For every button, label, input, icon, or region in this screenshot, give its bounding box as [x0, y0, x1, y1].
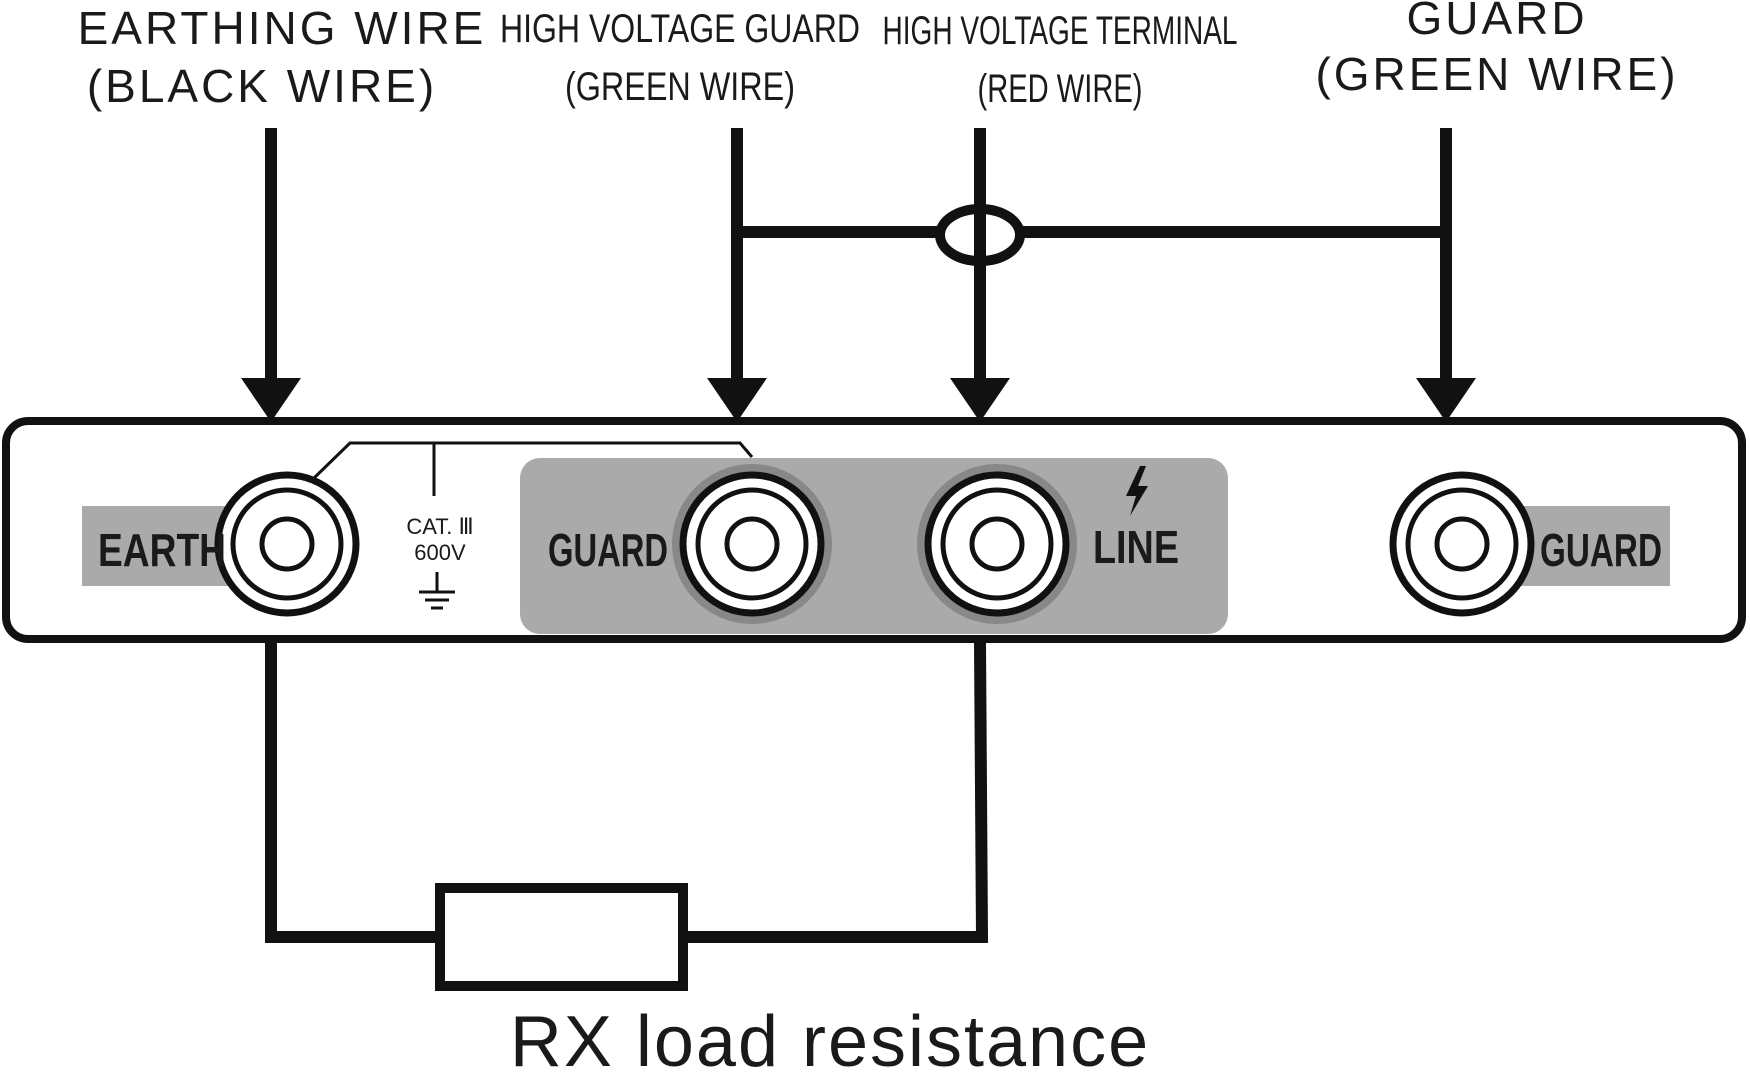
- label-earthing-wire: EARTHING WIRE (BLACK WIRE): [78, 2, 487, 112]
- guard-arrowhead: [1416, 378, 1476, 422]
- guard-terminal-right[interactable]: [1389, 471, 1535, 617]
- black-wire-label: (BLACK WIRE): [87, 60, 437, 112]
- load-wire-right: [683, 642, 989, 943]
- hv-guard-green-wire-label: (GREEN WIRE): [565, 65, 795, 109]
- earth-terminal-label: EARTH: [98, 524, 226, 576]
- load-wire-left: [265, 643, 440, 943]
- line-terminal[interactable]: [924, 471, 1070, 617]
- high-voltage-lightning-icon: [1126, 466, 1148, 516]
- cat-rating-label: CAT. Ⅲ: [406, 514, 473, 539]
- red-wire-label: (RED WIRE): [978, 67, 1143, 111]
- hv-guard-arrowhead: [707, 378, 767, 422]
- rx-resistor: [435, 883, 688, 991]
- guard-terminal-left-label: GUARD: [548, 524, 668, 576]
- label-guard: GUARD (GREEN WIRE): [1315, 0, 1678, 100]
- hv-terminal-label: HIGH VOLTAGE TERMINAL: [883, 9, 1238, 53]
- wire-crossover-loop: [935, 204, 1025, 266]
- voltage-rating-label: 600V: [414, 540, 466, 565]
- hv-guard-label: HIGH VOLTAGE GUARD: [500, 7, 860, 51]
- internal-earth-guard-link: [312, 441, 754, 480]
- label-hv-terminal: HIGH VOLTAGE TERMINAL (RED WIRE): [883, 9, 1238, 111]
- ground-symbol-icon: [419, 572, 455, 610]
- guard-green-wire-label: (GREEN WIRE): [1315, 48, 1678, 100]
- rx-load-resistance-caption: RX load resistance: [510, 1002, 1150, 1082]
- earth-terminal[interactable]: [214, 471, 360, 617]
- hv-terminal-arrowhead: [950, 378, 1010, 422]
- guard-terminal-right-label: GUARD: [1540, 524, 1662, 576]
- earth-label-strip: [82, 506, 232, 586]
- guard-label: GUARD: [1406, 0, 1587, 44]
- guard-terminal-left[interactable]: [679, 471, 825, 617]
- line-terminal-label: LINE: [1093, 521, 1179, 573]
- earthing-arrowhead: [241, 378, 301, 422]
- earthing-wire-label: EARTHING WIRE: [78, 2, 487, 54]
- label-hv-guard: HIGH VOLTAGE GUARD (GREEN WIRE): [500, 7, 860, 109]
